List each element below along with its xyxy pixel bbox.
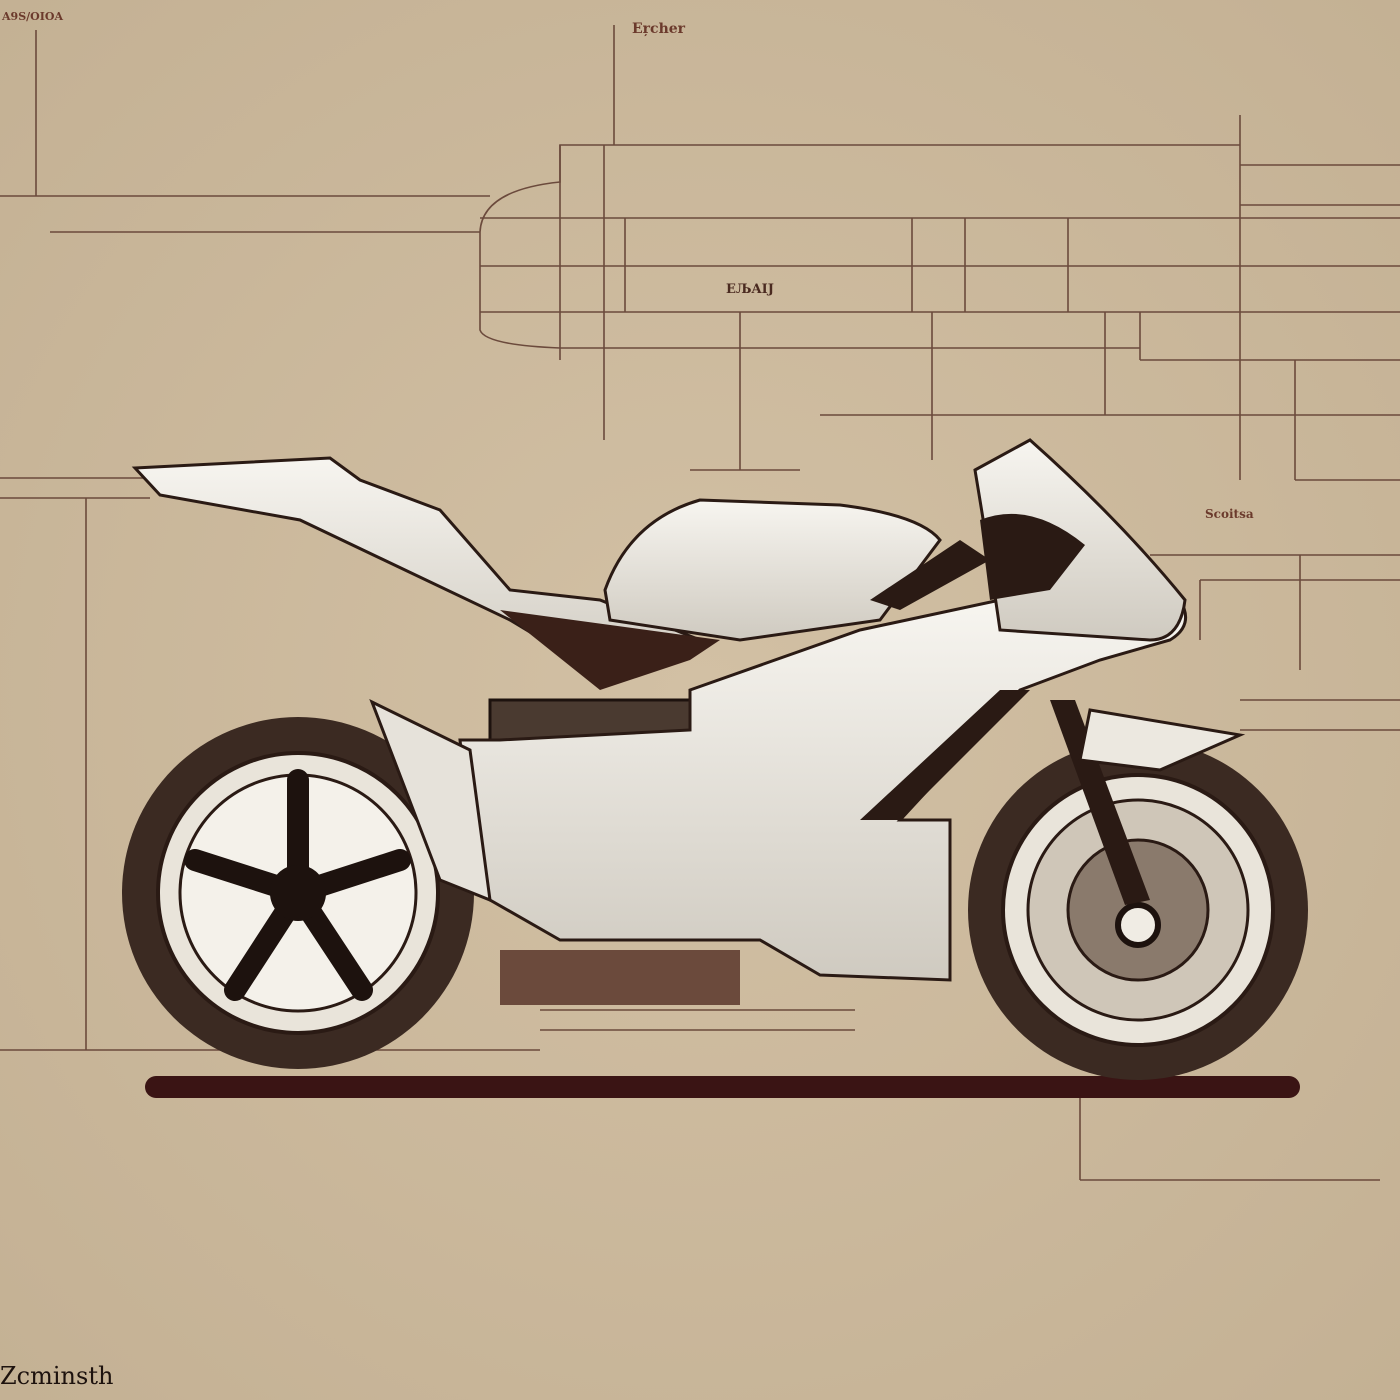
front-fender	[1078, 708, 1246, 772]
right-label: Scoitsa	[1205, 507, 1254, 521]
mid-label: EЉAIJ	[726, 282, 774, 297]
blueprint-lines	[0, 25, 1400, 1181]
front-fork	[1050, 700, 1150, 905]
handlebar	[870, 540, 990, 610]
exhaust-grille	[500, 950, 740, 1005]
rear-cowl	[369, 698, 492, 903]
rear-wheel	[122, 717, 474, 1069]
signature: Zcminsth	[0, 1362, 114, 1390]
fairing-vent	[860, 690, 1030, 820]
ground-shadow	[145, 1076, 1300, 1098]
fuel-tank	[603, 498, 942, 642]
front-wheel	[968, 740, 1308, 1080]
subframe	[500, 610, 720, 690]
corner-label: A9S/OIOA	[2, 10, 63, 23]
top-label: Eŗcher	[632, 21, 686, 37]
windscreen	[980, 513, 1085, 600]
